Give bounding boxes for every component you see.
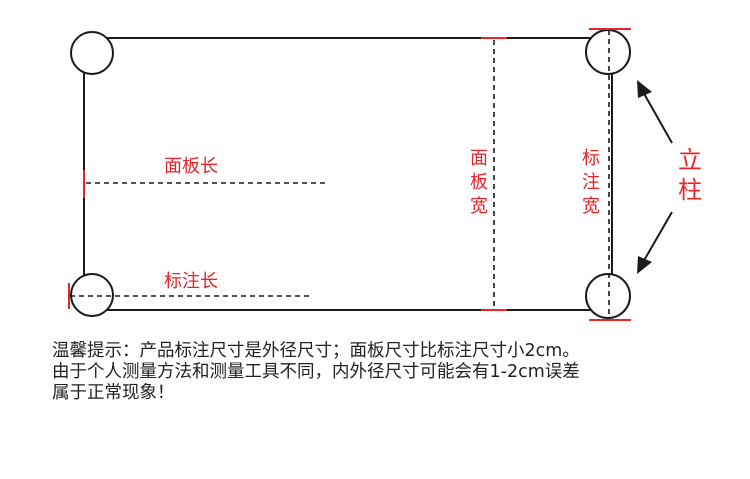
notice-line-1: 温馨提示：产品标注尺寸是外径尺寸；面板尺寸比标注尺寸小2cm。 <box>52 341 580 361</box>
post-label: 立柱 <box>678 146 702 204</box>
post-circle-bottom-left <box>70 273 114 317</box>
notice-line-3: 属于正常现象！ <box>52 383 175 403</box>
panel-width-label: 面板宽 <box>470 148 488 217</box>
dimension-diagram: 面板长 标注长 面板宽 标注宽 立柱 <box>68 28 702 321</box>
panel-length-label: 面板长 <box>164 156 218 177</box>
notice-text: 温馨提示：产品标注尺寸是外径尺寸；面板尺寸比标注尺寸小2cm。 由于个人测量方法… <box>52 341 742 404</box>
post-arrow-upper-shaft <box>641 89 673 144</box>
post-circle-top-left <box>70 31 114 75</box>
post-circle-top-right <box>585 29 631 75</box>
mark-width-label: 标注宽 <box>582 148 600 217</box>
post-arrow-upper-head <box>637 80 652 98</box>
post-circle-bottom-right <box>585 273 631 319</box>
corner-posts <box>70 29 631 319</box>
notice-line-2: 由于个人测量方法和测量工具不同，内外径尺寸可能会有1-2cm误差 <box>52 362 580 382</box>
post-arrow-lower-shaft <box>641 211 673 265</box>
post-arrow-lower-head <box>637 256 652 274</box>
mark-length-label: 标注长 <box>164 271 218 292</box>
